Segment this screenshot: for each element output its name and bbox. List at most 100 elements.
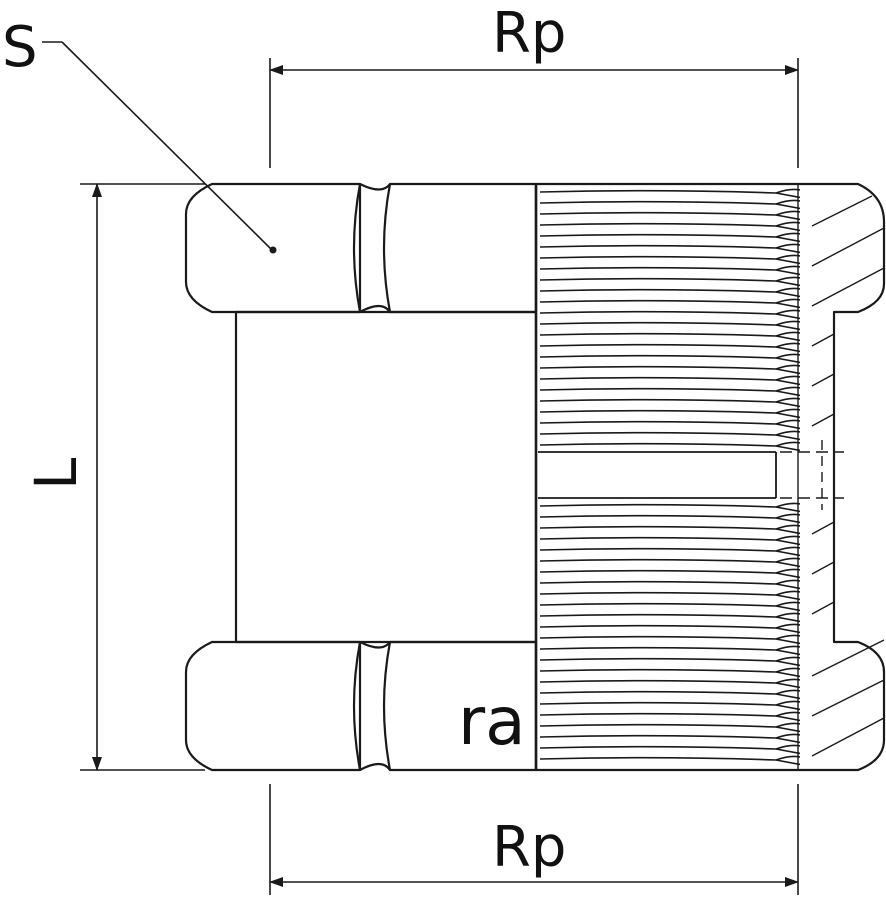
thread-line [539, 222, 800, 232]
thread-crest [775, 243, 800, 249]
thread-line [539, 602, 800, 612]
thread-crest [775, 232, 800, 238]
thread-line [539, 332, 800, 342]
thread-line [539, 321, 800, 331]
thread-line [539, 420, 800, 430]
thread-line [539, 365, 800, 375]
thread-crest [775, 386, 800, 392]
thread-line [539, 723, 800, 733]
thread-crest [775, 375, 800, 381]
thread-label-top: Rp [492, 1, 566, 66]
thread-line [539, 646, 800, 656]
thread-crest [775, 342, 800, 348]
thread-crest [775, 601, 800, 607]
top-hex-band [184, 182, 538, 314]
thread-crest [775, 733, 800, 739]
thread-crest [775, 287, 800, 293]
thread-crest [775, 524, 800, 530]
thread-line [539, 255, 800, 265]
thread-line [539, 756, 800, 766]
thread-crest [775, 755, 800, 761]
thread-line [539, 591, 800, 601]
length-label: L [22, 458, 90, 490]
section-outline [536, 182, 886, 772]
thread-crest [775, 557, 800, 563]
thread-crest [775, 408, 800, 414]
hex-size-leader [42, 41, 277, 254]
thread-crest [775, 276, 800, 282]
marking-label: ra [458, 683, 526, 760]
thread-crest [775, 634, 800, 640]
thread-crest [775, 700, 800, 706]
thread-crest [775, 430, 800, 436]
thread-crest [775, 419, 800, 425]
thread-crest [775, 353, 800, 359]
thread-crest [775, 513, 800, 519]
top-dimension [269, 58, 799, 168]
thread-line [539, 211, 800, 221]
thread-line [539, 354, 800, 364]
bottom-dimension [269, 784, 799, 895]
thread-line [539, 189, 800, 199]
thread-line [539, 398, 800, 408]
thread-line [539, 200, 800, 210]
thread-crest [775, 331, 800, 337]
center-body [234, 310, 536, 644]
thread-crest [775, 502, 800, 508]
thread-crest [775, 678, 800, 684]
thread-crest [775, 722, 800, 728]
thread-line [539, 442, 800, 452]
thread-crest [775, 364, 800, 370]
thread-crest [775, 535, 800, 541]
thread-line [539, 668, 800, 678]
thread-line [539, 277, 800, 287]
thread-line [539, 613, 800, 623]
thread-line [539, 569, 800, 579]
thread-crest [775, 298, 800, 304]
thread-line [539, 558, 800, 568]
thread-lines [539, 188, 800, 766]
thread-line [539, 343, 800, 353]
thread-crest [775, 623, 800, 629]
thread-label-bottom: Rp [492, 815, 566, 880]
thread-line [539, 679, 800, 689]
thread-line [539, 712, 800, 722]
thread-line [539, 503, 800, 513]
thread-line [539, 701, 800, 711]
thread-crest [775, 656, 800, 662]
thread-line [539, 431, 800, 441]
thread-line [539, 299, 800, 309]
thread-crest [775, 568, 800, 574]
thread-line [539, 657, 800, 667]
thread-line [539, 547, 800, 557]
thread-crest [775, 210, 800, 216]
thread-crest [775, 590, 800, 596]
thread-line [539, 376, 800, 386]
thread-crest [775, 711, 800, 717]
thread-line [539, 525, 800, 535]
thread-crest [775, 397, 800, 403]
thread-crest [775, 546, 800, 552]
thread-crest [775, 579, 800, 585]
hex-size-label: S [2, 15, 38, 80]
thread-line [539, 387, 800, 397]
thread-crest [775, 667, 800, 673]
thread-crest [775, 265, 800, 271]
thread-crest [775, 188, 800, 194]
thread-crest [775, 744, 800, 750]
thread-line [539, 624, 800, 634]
thread-crest [775, 221, 800, 227]
thread-line [539, 310, 800, 320]
thread-crest [775, 441, 800, 447]
section-hatching [811, 195, 885, 757]
thread-line [539, 690, 800, 700]
center-gap [538, 440, 844, 510]
length-dimension [80, 183, 205, 771]
thread-crest [775, 645, 800, 651]
thread-crest [775, 254, 800, 260]
thread-line [539, 409, 800, 419]
thread-line [539, 580, 800, 590]
thread-line [539, 745, 800, 755]
thread-line [539, 514, 800, 524]
